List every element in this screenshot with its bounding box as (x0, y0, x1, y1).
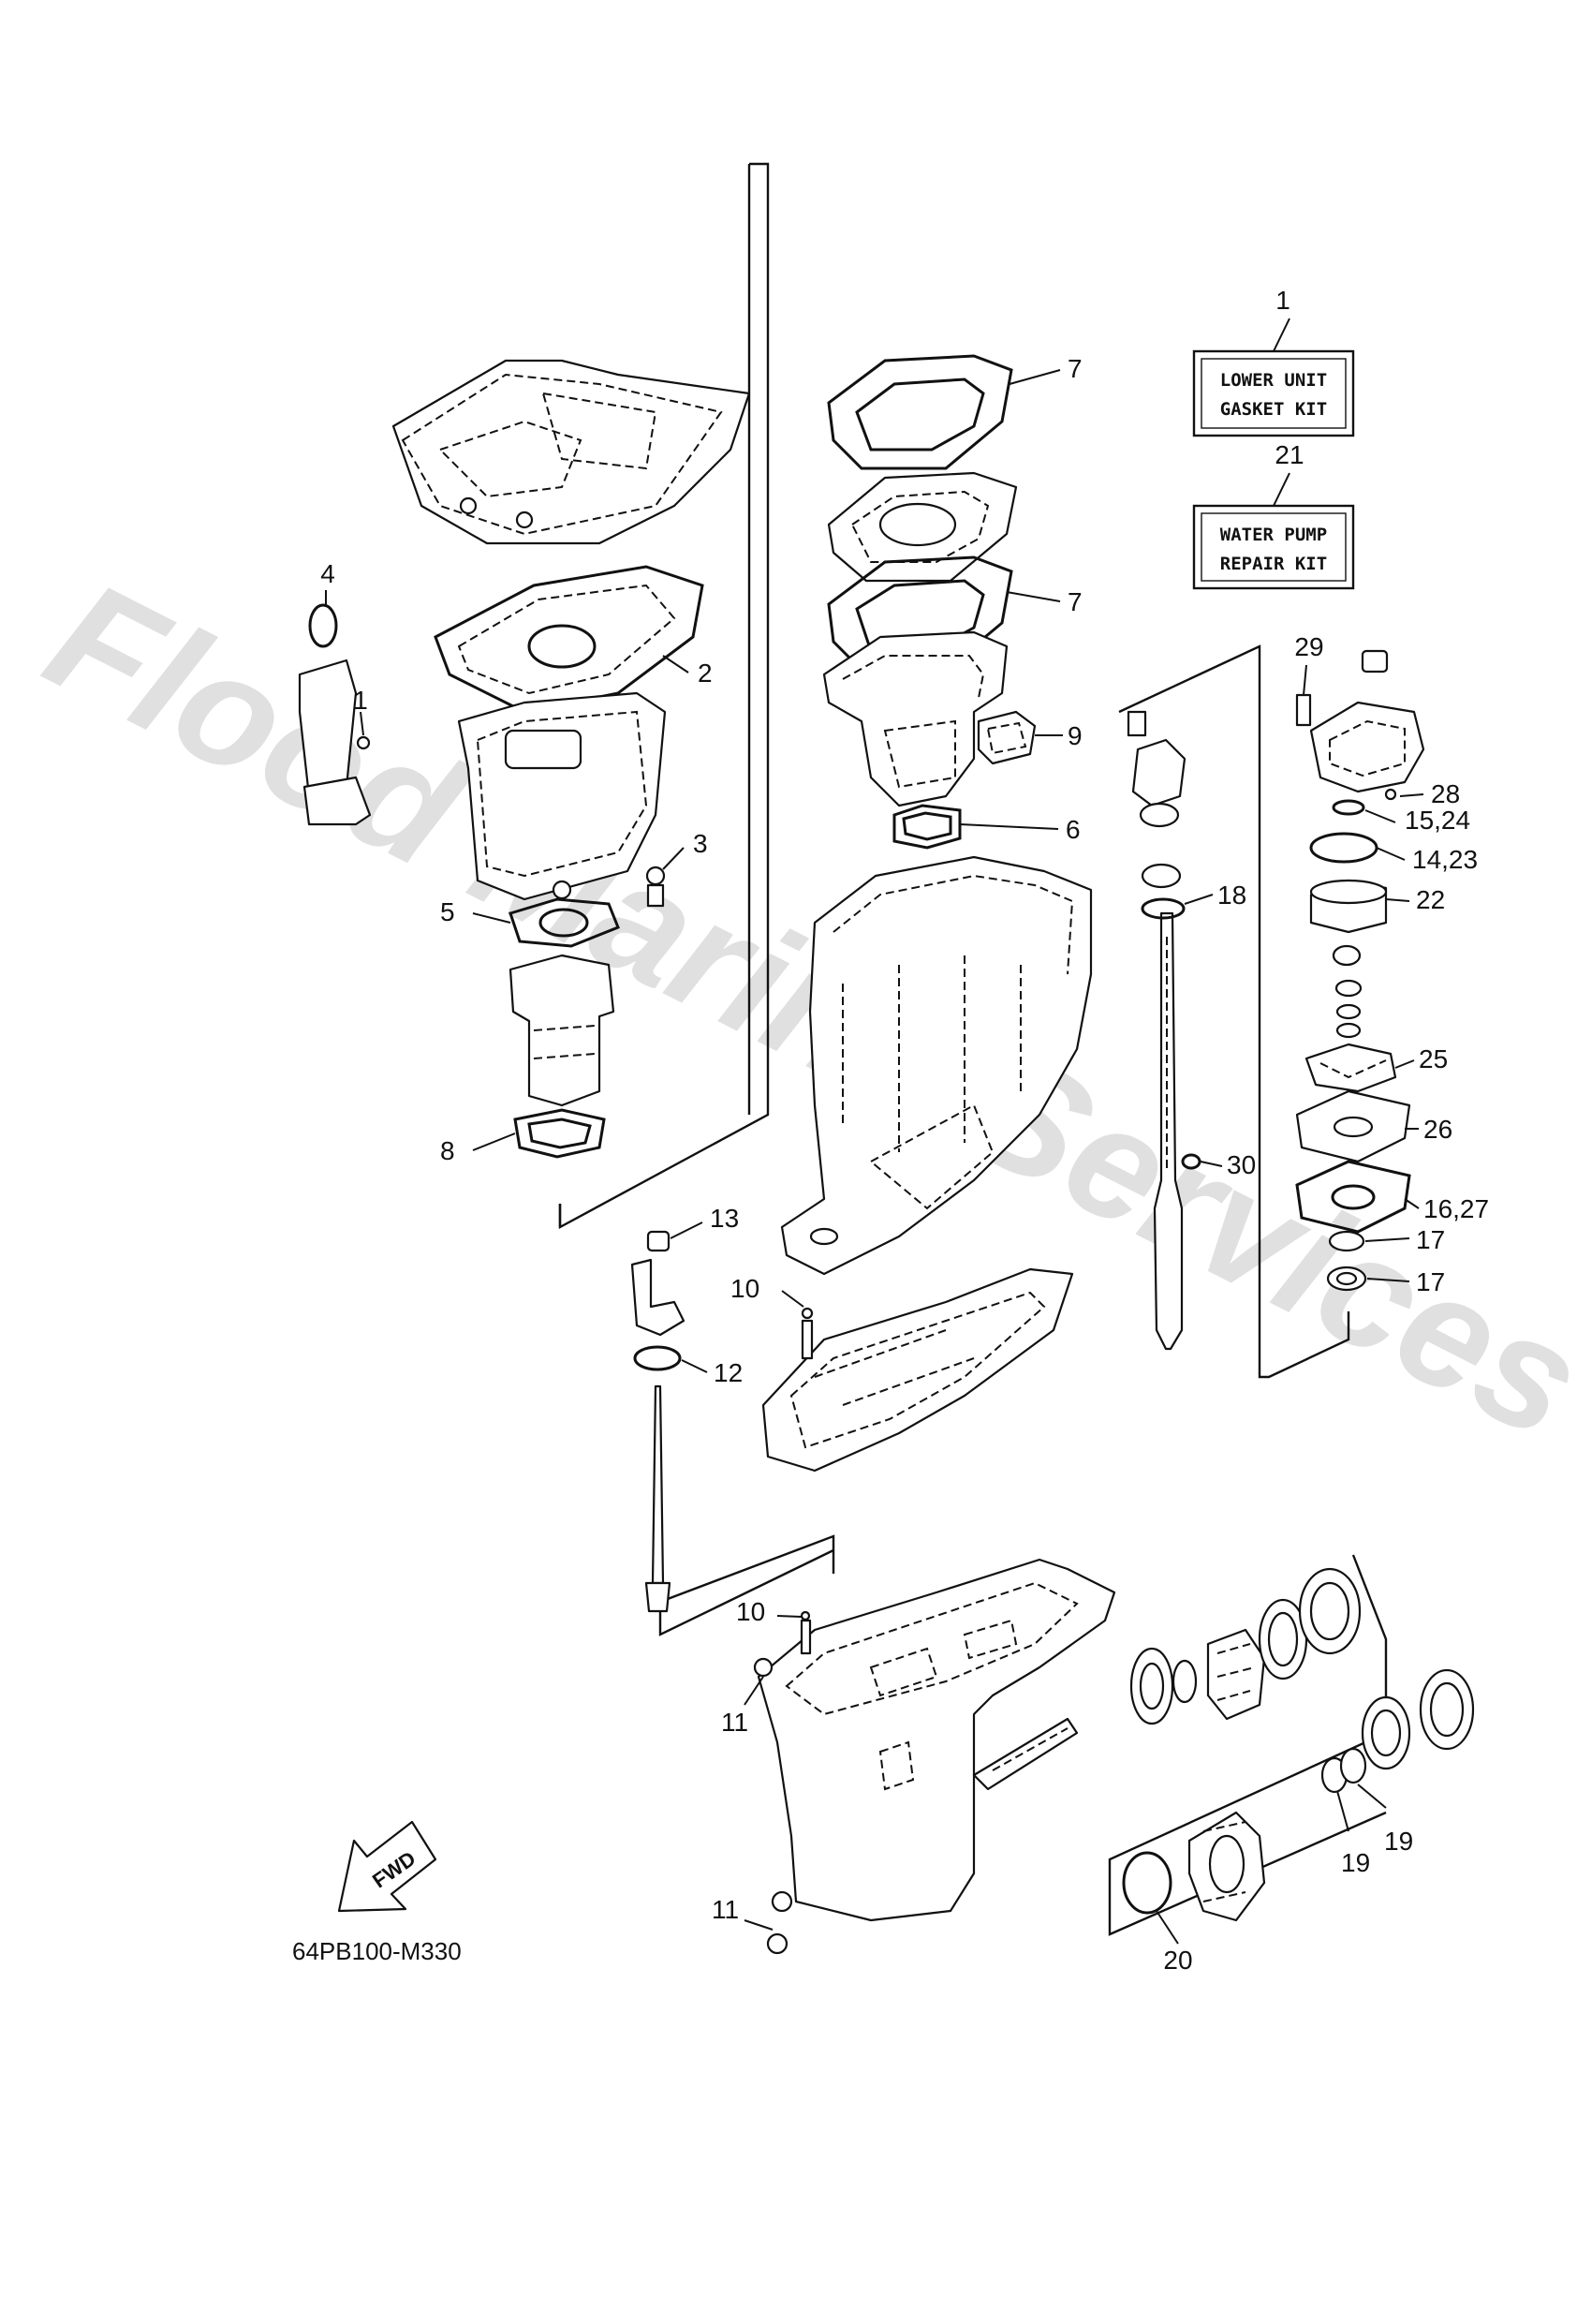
drain-bolt-3 (645, 866, 666, 908)
oring-18 (1141, 897, 1186, 920)
callout-10-upper: 10 (730, 1274, 759, 1303)
callout-20: 20 (1163, 1946, 1192, 1975)
seal-17a (1328, 1230, 1365, 1252)
gear-case (753, 1558, 1116, 1955)
propeller-shaft-housing (1122, 1668, 1475, 1922)
seal-6 (892, 804, 962, 850)
exhaust-gasket-5 (508, 897, 620, 948)
callout-30: 30 (1227, 1150, 1256, 1179)
kit-box-lower-unit-gasket: LOWER UNIT GASKET KIT 1 (1192, 286, 1355, 437)
callout-11-upper: 11 (721, 1708, 748, 1737)
callout-19-right: 19 (1384, 1827, 1413, 1856)
callout-7-middle: 7 (1068, 587, 1083, 616)
muffler (508, 954, 615, 1107)
oring-12 (633, 1345, 682, 1371)
impeller-25 (1304, 1043, 1397, 1093)
callout-7-top: 7 (1068, 354, 1083, 383)
callout-19-left: 19 (1341, 1848, 1370, 1877)
water-pump-parts (1295, 799, 1411, 1292)
callout-13: 13 (710, 1204, 739, 1233)
callout-28: 28 (1431, 779, 1460, 808)
muffler-seal-8 (513, 1108, 606, 1159)
spacer-30 (1181, 1153, 1201, 1170)
callout-29: 29 (1294, 632, 1323, 661)
frame-water-pump (1118, 644, 1350, 1379)
upper-casing (780, 855, 1093, 1276)
pin-28 (1384, 788, 1397, 801)
callout-2: 2 (698, 659, 713, 688)
exhaust-manifold-gasket (434, 565, 704, 714)
kit-label-line2: GASKET KIT (1220, 399, 1327, 420)
callout-12: 12 (714, 1358, 743, 1387)
callout-17-lower: 17 (1416, 1267, 1445, 1296)
kit-label-line1: LOWER UNIT (1220, 370, 1327, 391)
callout-labels: 4 1 2 3 5 8 7 7 9 6 18 30 13 10 12 10 11… (320, 354, 1489, 1975)
frame-propeller-shaft-2 (1108, 1811, 1387, 1936)
callout-5: 5 (440, 897, 455, 926)
callout-3: 3 (693, 829, 708, 858)
drive-shaft-housing-top (822, 630, 1009, 807)
callout-8: 8 (440, 1136, 455, 1165)
reverse-gear (1206, 1628, 1266, 1721)
oring-14-23 (1309, 832, 1378, 864)
gasket-16-27 (1295, 1160, 1411, 1234)
kit-label-line1: WATER PUMP (1220, 525, 1327, 545)
oil-strainer-pipe (298, 603, 372, 826)
callout-6: 6 (1066, 815, 1081, 844)
drive-shaft (1153, 911, 1201, 1351)
oil-seal-19b (1339, 1747, 1367, 1784)
callout-11-lower: 11 (712, 1895, 739, 1924)
oil-strainer-gasket (308, 603, 338, 648)
callout-9: 9 (1068, 721, 1083, 750)
shift-rod-assembly (630, 1230, 685, 1613)
top-gasket-7 (827, 354, 1013, 470)
kit-label-line2: REPAIR KIT (1220, 554, 1327, 574)
callout-4: 4 (320, 559, 335, 588)
callout-15-24: 15,24 (1405, 806, 1470, 835)
propeller-shaft (972, 1717, 1079, 1791)
drive-shaft-bearings (1127, 710, 1186, 920)
oring-15-24 (1332, 799, 1365, 816)
callout-18: 18 (1217, 881, 1246, 910)
kit-number: 1 (1275, 286, 1290, 315)
lower-casing-cover (761, 1267, 1074, 1473)
water-pump-housing (1295, 649, 1425, 801)
kit-box-water-pump-repair: WATER PUMP REPAIR KIT 21 (1192, 440, 1355, 590)
reference-code: 64PB100-M330 (292, 1937, 462, 1965)
exhaust-guide (391, 359, 751, 545)
callout-1: 1 (353, 686, 368, 715)
oring-20 (1122, 1851, 1172, 1915)
callout-17-upper: 17 (1416, 1225, 1445, 1254)
upper-plate (827, 471, 1018, 583)
callout-16-27: 16,27 (1423, 1194, 1489, 1223)
callout-10-lower: 10 (736, 1597, 765, 1626)
fwd-arrow: FWD (337, 1820, 437, 1913)
callout-25: 25 (1419, 1044, 1448, 1073)
kit-number: 21 (1275, 440, 1304, 469)
gear-set (1129, 1567, 1362, 1725)
callout-22: 22 (1416, 885, 1445, 914)
seal-9 (977, 710, 1037, 765)
frame-lower-drive (659, 1534, 835, 1604)
callout-14-23: 14,23 (1412, 845, 1478, 874)
frame-lower-drive-2 (658, 1548, 834, 1636)
callout-26: 26 (1423, 1115, 1452, 1144)
exhaust-tube (457, 691, 667, 901)
bolt-29 (1295, 693, 1312, 727)
leader-lines (325, 369, 1424, 1945)
